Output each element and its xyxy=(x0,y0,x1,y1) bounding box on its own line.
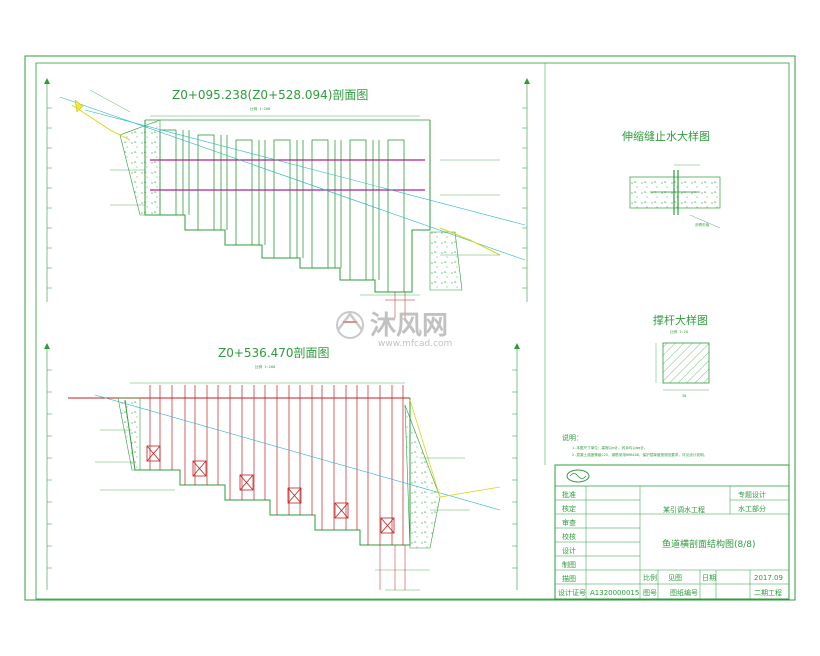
detail-2-title: 撑杆大样图 xyxy=(653,313,708,327)
tb-row-3: 审查 xyxy=(562,518,576,527)
strut-detail: 撑杆大样图 比例 1:20 30 xyxy=(653,313,710,398)
notes-block: 说明： 1.本图尺寸单位：高程以m计，其余均以mm计。 2.混凝土强度等级C25… xyxy=(562,433,707,457)
section-2-drawing: Z0+536.470剖面图 比例 1:200 xyxy=(44,343,520,591)
title-block: 批准 核定 审查 校核 设计 制图 描图 某引调水工程 专题设计 水工部分 鱼道… xyxy=(554,464,790,600)
tb-row-4: 校核 xyxy=(562,532,576,541)
section-1-title: Z0+095.238(Z0+528.094)剖面图 xyxy=(172,88,368,102)
elevation-scale-left-1 xyxy=(44,78,52,302)
tb-version: 二期工程 xyxy=(754,588,782,597)
elevation-scale-right-2 xyxy=(512,343,520,590)
notes-label: 说明： xyxy=(562,433,583,442)
waterstop-detail: 伸缩缝止水大样图 沥青杉板 xyxy=(622,129,721,229)
tb-stage: 专题设计 xyxy=(738,490,766,499)
inner-frame xyxy=(35,62,790,600)
tb-reg-label: 设计证号 xyxy=(558,588,586,597)
company-logo xyxy=(566,469,590,483)
tb-row-1: 批准 xyxy=(562,490,576,499)
watermark-logo xyxy=(336,311,364,339)
outer-frame xyxy=(24,55,796,601)
tb-row-5: 设计 xyxy=(562,546,576,555)
elevation-scale-right-1 xyxy=(522,78,530,302)
tb-sheet-value: 图纸编号 xyxy=(670,588,698,597)
watermark: 沐风网 www.mfcad.com xyxy=(336,311,452,349)
elevation-scale-left-2 xyxy=(44,343,52,590)
tb-scale-label: 比例 xyxy=(643,573,657,582)
tb-drawing-title: 鱼道横剖面结构图(8/8) xyxy=(662,538,756,550)
detail-1-title: 伸缩缝止水大样图 xyxy=(622,129,710,143)
tb-sheet-label: 图号 xyxy=(643,589,657,597)
tb-reg-value: A1320000015 xyxy=(590,589,639,597)
tb-dept: 水工部分 xyxy=(738,504,766,513)
notes-line-1: 1.本图尺寸单位：高程以m计，其余均以mm计。 xyxy=(572,445,648,450)
section-2-title: Z0+536.470剖面图 xyxy=(218,346,330,360)
detail-2-dim: 30 xyxy=(682,394,686,398)
detail-2-scale: 比例 1:20 xyxy=(670,329,688,334)
section-2-scale: 比例 1:200 xyxy=(255,364,275,369)
section-1-scale: 比例 1:200 xyxy=(250,106,270,111)
detail-1-note: 沥青杉板 xyxy=(695,222,710,227)
tb-scale-value: 见图 xyxy=(668,574,682,582)
section-1-drawing: Z0+095.238(Z0+528.094)剖面图 比例 1:200 xyxy=(44,78,530,318)
tb-date-value: 2017.09 xyxy=(754,574,783,582)
tb-date-label: 日期 xyxy=(702,574,716,582)
tb-row-2: 核定 xyxy=(562,504,576,513)
watermark-en: www.mfcad.com xyxy=(378,339,452,349)
watermark-cn: 沐风网 xyxy=(370,311,448,341)
tb-row-7: 描图 xyxy=(562,574,576,583)
tb-project: 某引调水工程 xyxy=(663,505,705,514)
tb-row-6: 制图 xyxy=(562,560,576,569)
notes-line-2: 2.混凝土强度等级C25，钢筋采用HRB400，保护层厚度按规范要求，详见设计说… xyxy=(572,452,707,457)
